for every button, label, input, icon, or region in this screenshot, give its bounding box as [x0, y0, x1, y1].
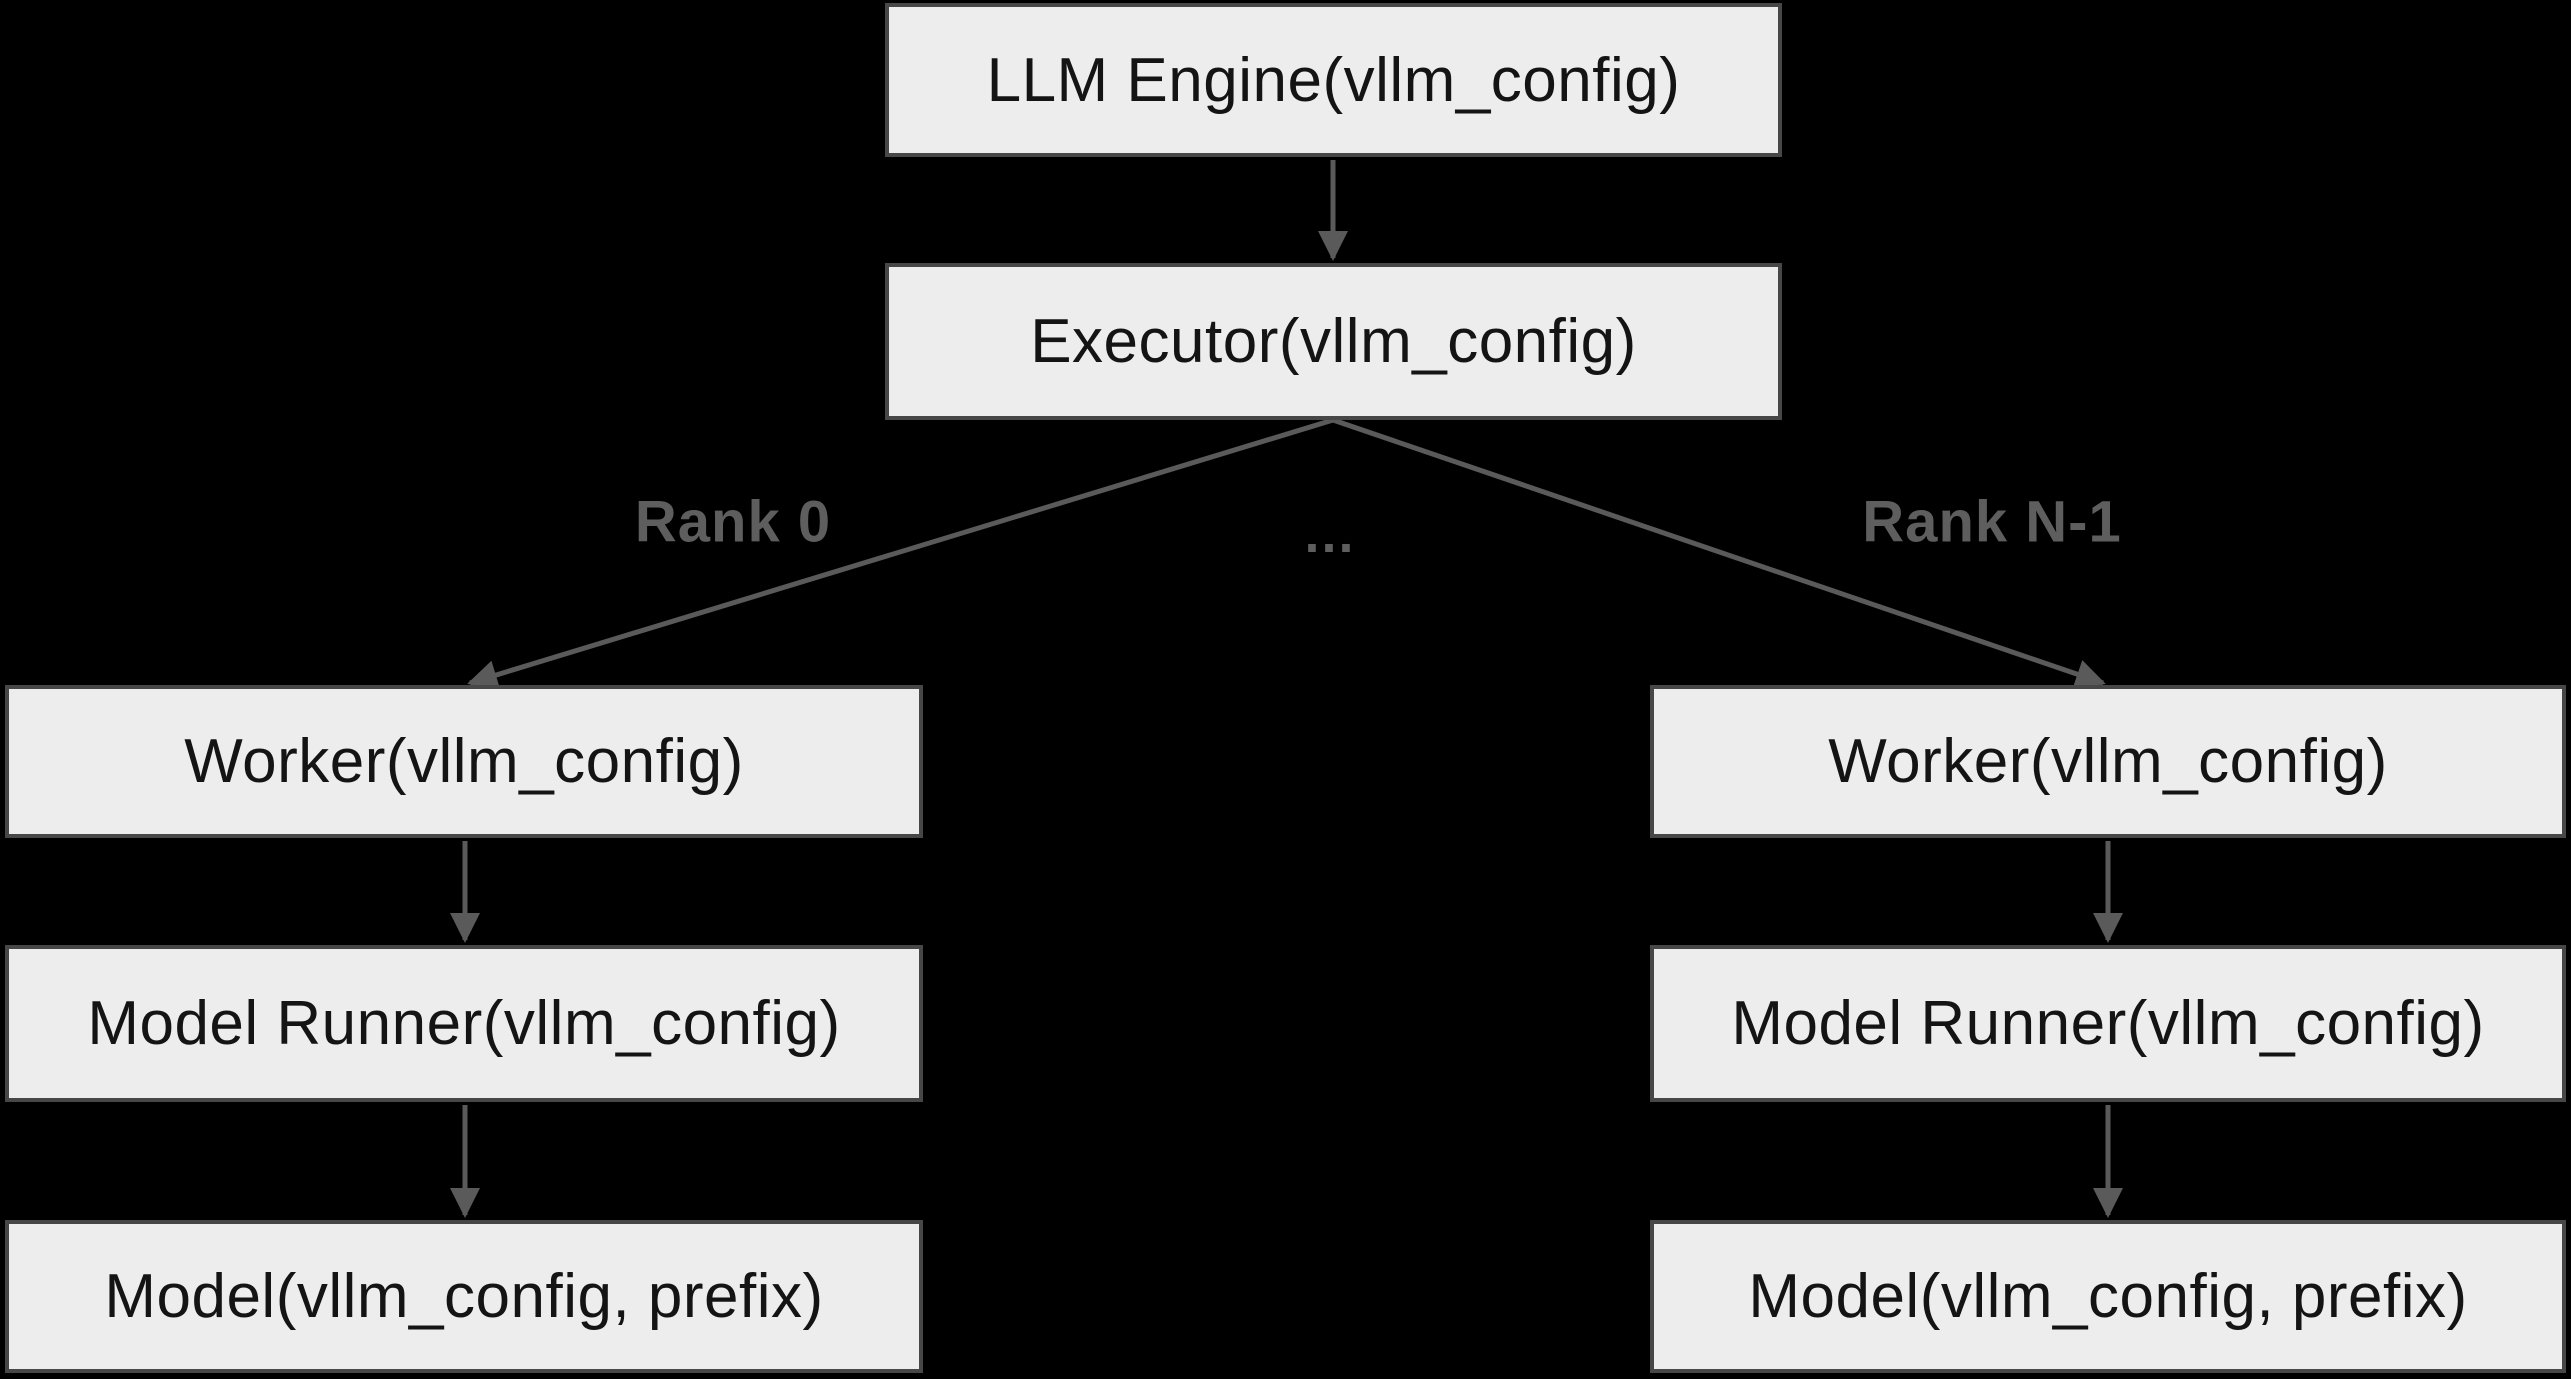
executor-node: Executor(vllm_config) [885, 263, 1782, 420]
model-left-node: Model(vllm_config, prefix) [5, 1220, 923, 1373]
llm-engine-node: LLM Engine(vllm_config) [885, 3, 1782, 157]
executor-label: Executor(vllm_config) [1030, 307, 1637, 376]
arrow-executor-to-worker-left [467, 417, 1334, 690]
model-left-label: Model(vllm_config, prefix) [104, 1262, 824, 1331]
model-right-label: Model(vllm_config, prefix) [1748, 1262, 2468, 1331]
model-runner-left-label: Model Runner(vllm_config) [87, 989, 841, 1058]
model-runner-right-node: Model Runner(vllm_config) [1650, 945, 2566, 1102]
arrow-executor-to-worker-right [1332, 417, 2106, 689]
worker-left-node: Worker(vllm_config) [5, 685, 923, 838]
ellipsis-edge-label: ... [1304, 504, 1356, 564]
model-runner-right-label: Model Runner(vllm_config) [1731, 989, 2485, 1058]
llm-engine-label: LLM Engine(vllm_config) [986, 45, 1681, 115]
worker-left-label: Worker(vllm_config) [184, 727, 744, 796]
model-runner-left-node: Model Runner(vllm_config) [5, 945, 923, 1102]
rank-0-edge-label: Rank 0 [634, 489, 832, 555]
rank-n-1-edge-label: Rank N-1 [1862, 489, 2122, 555]
worker-right-node: Worker(vllm_config) [1650, 685, 2566, 838]
worker-right-label: Worker(vllm_config) [1828, 727, 2388, 796]
model-right-node: Model(vllm_config, prefix) [1650, 1220, 2566, 1373]
